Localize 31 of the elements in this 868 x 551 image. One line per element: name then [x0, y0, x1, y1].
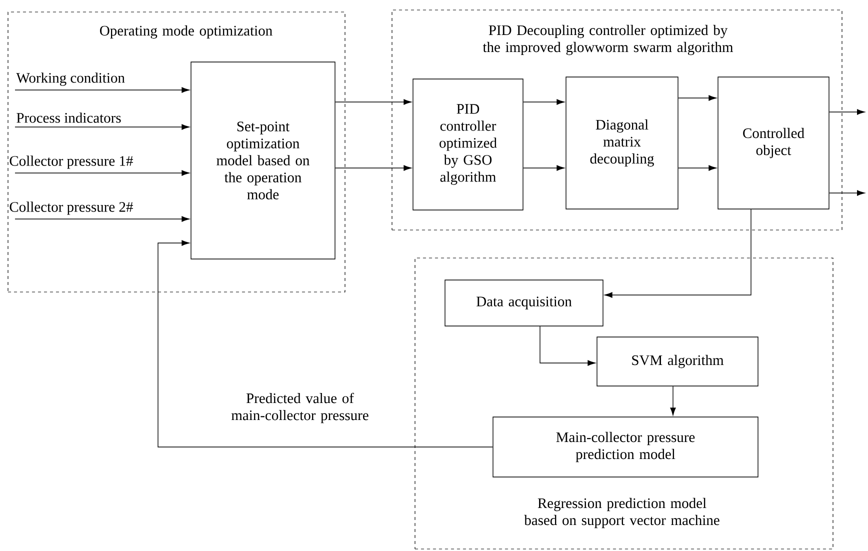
- arrow: [523, 165, 564, 171]
- process-box: Set-point optimization model based on the operation mode: [190, 62, 336, 260]
- arrow: [678, 165, 716, 171]
- arrow: [14, 124, 190, 130]
- process-box: Main-collector pressure prediction model: [492, 416, 758, 478]
- arrow: [604, 209, 752, 298]
- arrow: [678, 95, 716, 101]
- group-title: Operating mode optimization: [100, 25, 272, 39]
- process-box: Controlled object: [718, 76, 830, 210]
- edge-label: Process indicators: [16, 112, 121, 123]
- edge-label: Collector pressure 1#: [10, 156, 133, 169]
- process-box: Diagonal matrix decoupling: [566, 76, 678, 210]
- process-box: Data acquisition: [444, 280, 604, 326]
- arrow: [158, 240, 493, 448]
- edge-label: Collector pressure 2#: [10, 202, 133, 215]
- arrow: [335, 99, 412, 105]
- edge-label: Working condition: [16, 72, 125, 86]
- arrow: [540, 326, 596, 366]
- process-box: PID controller optimized by GSO algorithm: [412, 78, 524, 210]
- edge-label: Predicted value of main-collector pressure: [231, 392, 368, 424]
- arrow: [829, 109, 865, 115]
- arrow: [829, 190, 865, 196]
- arrow: [670, 386, 676, 416]
- arrow: [14, 216, 190, 222]
- arrow: [14, 87, 190, 93]
- arrow: [335, 165, 412, 171]
- group-title: Regression prediction model based on support vector machine: [524, 498, 720, 528]
- arrow: [14, 170, 190, 176]
- process-box: SVM algorithm: [596, 336, 758, 386]
- arrow: [523, 99, 564, 105]
- group-title: PID Decoupling controller optimized by the improved glowworm swarm algorithm: [482, 24, 734, 56]
